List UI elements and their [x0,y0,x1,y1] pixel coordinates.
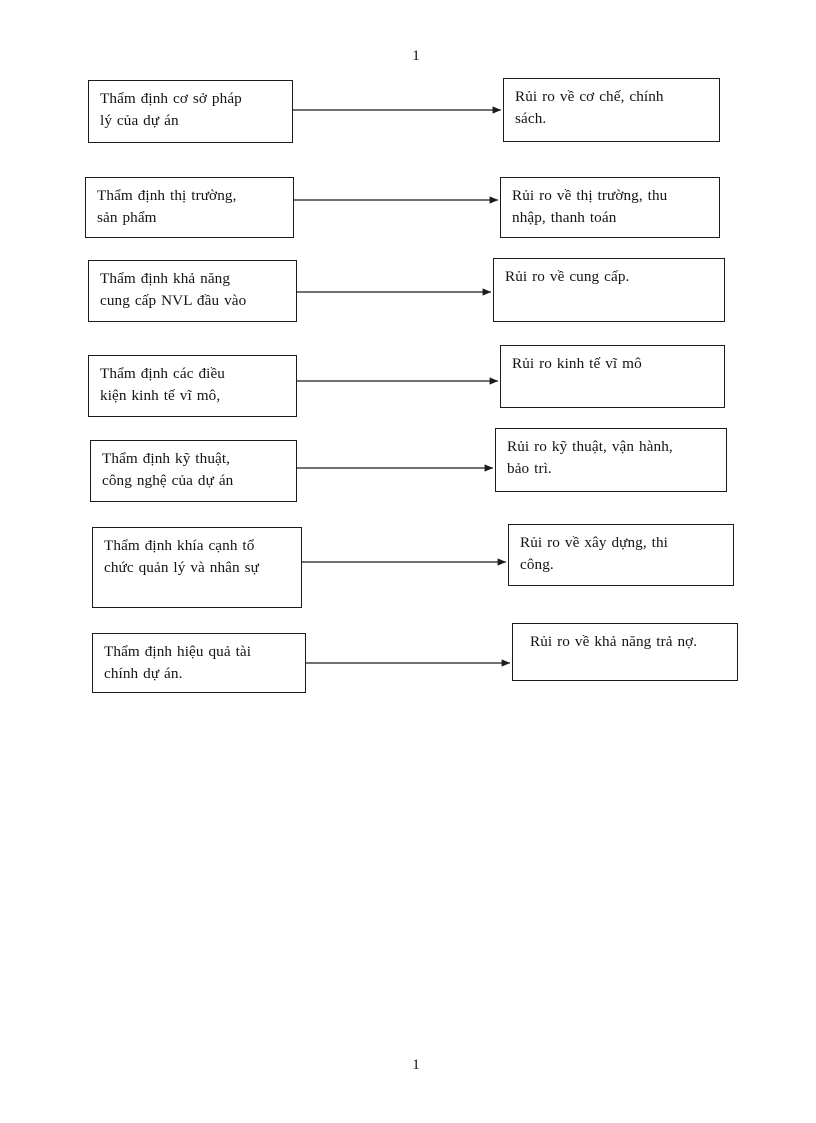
target-box-4: Rủi ro kinh tế vĩ mô [500,345,725,408]
target-box-1: Rủi ro về cơ chế, chính sách. [503,78,720,142]
target-box-5: Rủi ro kỹ thuật, vận hành, bảo trì. [495,428,727,492]
source-box-6-line-2: chức quản lý và nhân sự [104,558,259,576]
source-box-2-line-1: Thẩm định thị trường, [97,187,237,204]
source-box-1-line-1: Thẩm định cơ sở pháp [100,90,242,107]
source-box-3: Thẩm định khả năng cung cấp NVL đầu vào [88,260,297,322]
source-box-4-line-2: kiện kinh tế vĩ mô, [100,386,221,404]
source-box-2: Thẩm định thị trường, sản phẩm [85,177,294,238]
target-box-6: Rủi ro về xây dựng, thi công. [508,524,734,586]
source-box-1-line-2: lý của dự án [100,111,179,129]
page-marker-bottom: 1 [412,1057,420,1073]
target-box-2: Rủi ro về thị trường, thu nhập, thanh to… [500,177,720,238]
source-box-7: Thẩm định hiệu quả tài chính dự án. [92,633,306,693]
target-box-5-line-2: bảo trì. [507,459,552,477]
source-box-6-line-1: Thẩm định khía cạnh tổ [104,537,255,554]
target-box-1-line-2: sách. [515,109,547,127]
target-box-6-line-2: công. [520,555,554,573]
target-box-6-line-1: Rủi ro về xây dựng, thi [520,534,668,551]
target-box-7-line-1: Rủi ro về khả năng trả nợ. [530,633,698,650]
target-box-2-line-1: Rủi ro về thị trường, thu [512,187,668,204]
source-box-4-line-1: Thẩm định các điều [100,365,225,382]
target-box-4-line-1: Rủi ro kinh tế vĩ mô [512,355,642,372]
target-box-2-line-2: nhập, thanh toán [512,208,617,226]
source-box-3-line-1: Thẩm định khả năng [100,270,231,287]
target-box-3: Rủi ro về cung cấp. [493,258,725,322]
target-box-5-line-1: Rủi ro kỹ thuật, vận hành, [507,438,673,455]
source-box-1: Thẩm định cơ sở pháp lý của dự án [88,80,293,143]
source-box-6: Thẩm định khía cạnh tổ chức quản lý và n… [92,527,302,608]
source-box-7-line-2: chính dự án. [104,664,183,682]
source-box-5: Thẩm định kỹ thuật, công nghệ của dự án [90,440,297,502]
target-box-3-line-1: Rủi ro về cung cấp. [505,268,630,285]
source-box-7-line-1: Thẩm định hiệu quả tài [104,643,252,660]
target-box-1-line-1: Rủi ro về cơ chế, chính [515,88,664,105]
page-marker-top: 1 [412,48,420,64]
source-box-5-line-2: công nghệ của dự án [102,471,234,489]
source-box-5-line-1: Thẩm định kỹ thuật, [102,450,231,467]
source-box-2-line-2: sản phẩm [97,208,157,226]
source-box-3-line-2: cung cấp NVL đầu vào [100,291,247,309]
source-box-4: Thẩm định các điều kiện kinh tế vĩ mô, [88,355,297,417]
target-box-7: Rủi ro về khả năng trả nợ. [512,623,738,681]
